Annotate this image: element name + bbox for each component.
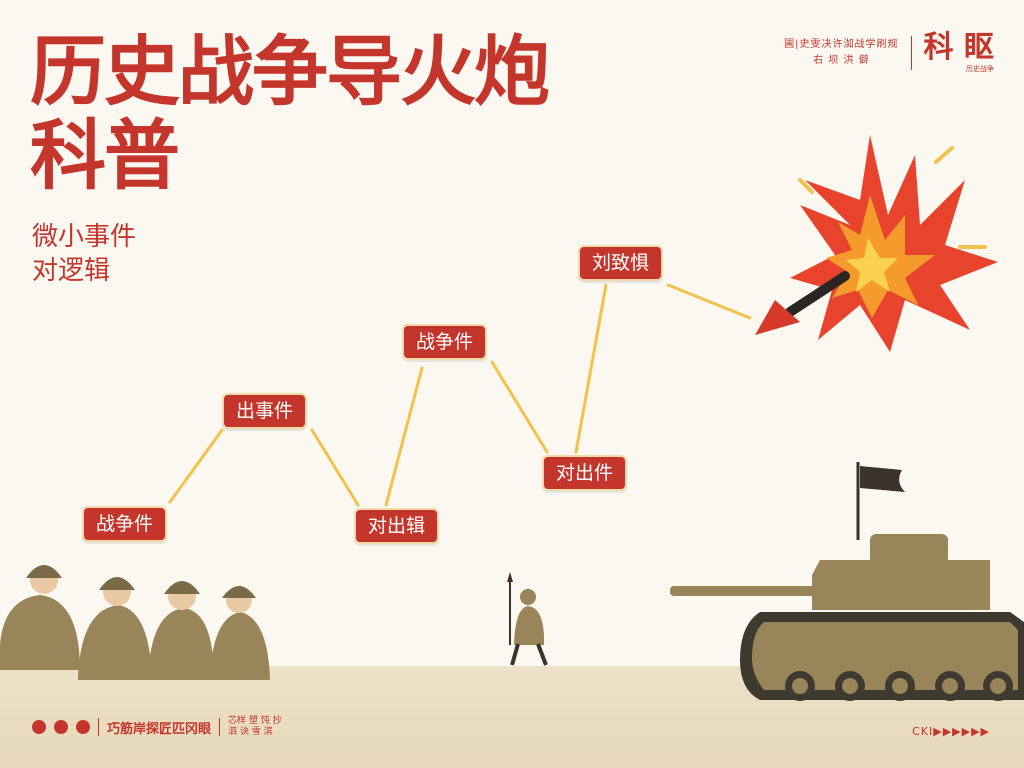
brand-name: 科 眍 bbox=[923, 30, 994, 65]
dot-icon bbox=[54, 720, 68, 734]
timeline-line bbox=[490, 360, 549, 454]
soldier-icon bbox=[148, 581, 214, 680]
timeline-node: 战争件 bbox=[82, 506, 168, 542]
brand-name-sub: 历史战争 bbox=[966, 65, 994, 73]
subtitle: 微小事件 对逻辑 bbox=[32, 220, 136, 288]
brand-divider bbox=[910, 36, 912, 70]
brand-block: 圃|史雯决许洳战学刷规 右 坝 洪 僻 科 眍 历史战争 bbox=[784, 32, 994, 74]
soldier-icon bbox=[210, 586, 270, 680]
brand-logo: 科 眍 历史战争 bbox=[924, 32, 994, 74]
title-line-2: 科普 bbox=[30, 111, 180, 200]
soldier-icon bbox=[0, 565, 80, 670]
footer-left: 巧筋岸探匠匹冈眼 芯样 塑 饨 抄 泗 诀 雪 滨 bbox=[32, 716, 282, 738]
timeline-node: 出事件 bbox=[222, 393, 308, 429]
brand-tagline-2: 右 坝 洪 僻 bbox=[813, 55, 870, 66]
dot-icon bbox=[76, 720, 90, 734]
footer-small-1: 芯样 塑 饨 抄 bbox=[228, 716, 282, 726]
footer-small-2: 泗 诀 雪 滨 bbox=[228, 727, 273, 737]
page-title: 历史战争导火炮 科普 bbox=[30, 27, 550, 200]
timeline-line bbox=[168, 428, 224, 504]
subtitle-line-1: 微小事件 bbox=[32, 222, 137, 252]
footer-divider bbox=[219, 718, 221, 736]
timeline-node: 对出辑 bbox=[354, 508, 440, 544]
footer-right: CKI▶▶▶▶▶▶ bbox=[912, 725, 990, 738]
flag-icon bbox=[860, 466, 905, 492]
timeline-node: 对出件 bbox=[542, 455, 628, 491]
timeline-line bbox=[310, 428, 360, 507]
brand-tagline: 圃|史雯决许洳战学刷规 右 坝 洪 僻 bbox=[784, 37, 898, 69]
spear-soldier-icon bbox=[507, 572, 548, 666]
title-line-1: 历史战争导火炮 bbox=[30, 27, 550, 116]
shell-icon bbox=[755, 271, 850, 335]
timeline-node: 刘致惧 bbox=[578, 245, 664, 281]
footer-text: 巧筋岸探匠匹冈眼 bbox=[107, 721, 212, 737]
dot-icon bbox=[32, 720, 46, 734]
footer-small-block: 芯样 塑 饨 抄 泗 诀 雪 滨 bbox=[228, 716, 282, 738]
brand-tagline-1: 圃|史雯决许洳战学刷规 bbox=[784, 39, 899, 50]
explosion-icon bbox=[790, 135, 998, 352]
soldier-icon bbox=[78, 577, 152, 680]
subtitle-line-2: 对逻辑 bbox=[32, 256, 111, 286]
tank-icon bbox=[670, 462, 1024, 701]
timeline-line bbox=[384, 366, 424, 507]
footer-divider bbox=[98, 718, 99, 736]
soldier-group bbox=[0, 565, 270, 680]
timeline-connectors bbox=[168, 283, 752, 507]
timeline-node: 战争件 bbox=[402, 324, 488, 360]
timeline-line bbox=[666, 283, 752, 320]
timeline-line bbox=[574, 283, 608, 454]
